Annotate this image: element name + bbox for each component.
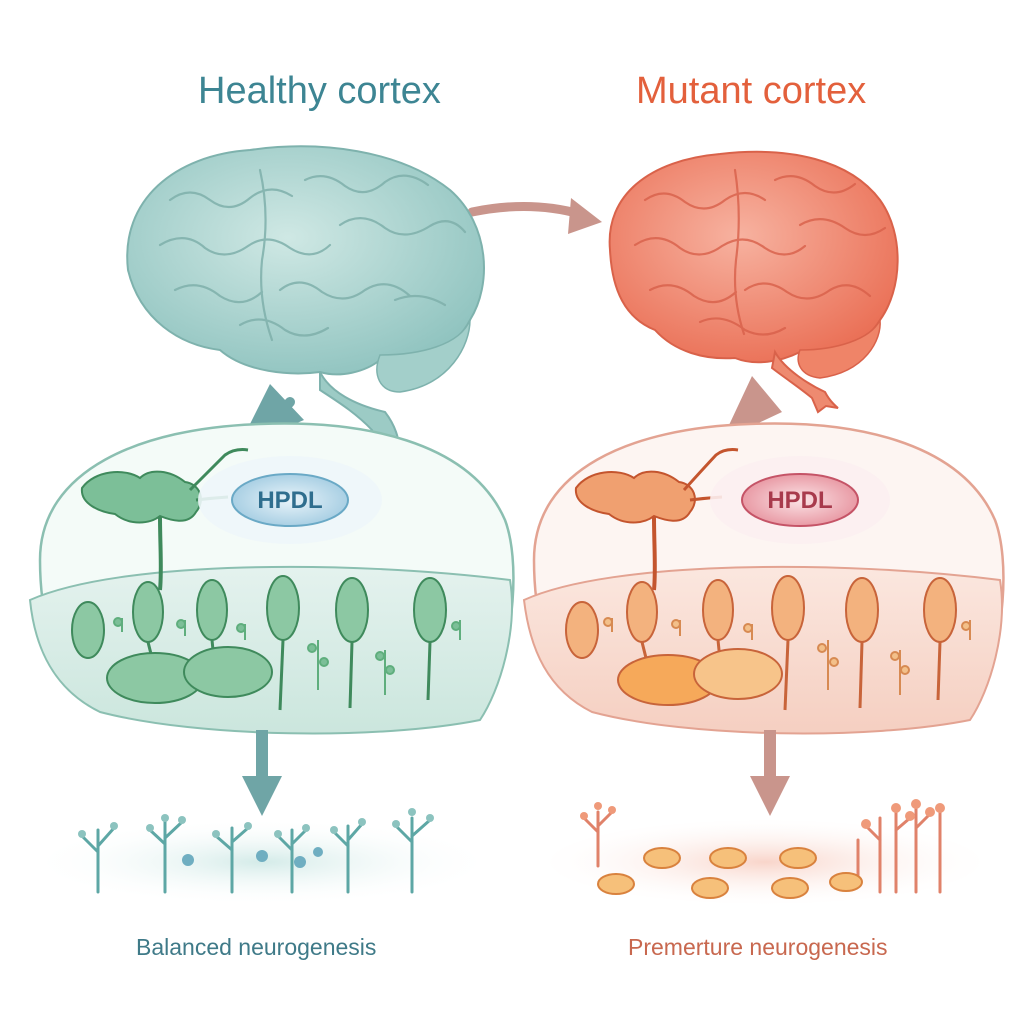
mutant-sprouts xyxy=(603,617,971,695)
balanced-neurogenesis-caption: Balanced neurogenesis xyxy=(136,934,377,960)
mutant-neuron-row xyxy=(550,799,980,904)
mutant-down-arrow xyxy=(750,730,790,816)
healthy-cortex-title: Healthy cortex xyxy=(198,70,441,112)
healthy-neuron-row xyxy=(47,808,477,902)
transition-arrow xyxy=(467,198,602,234)
healthy-panel: HPDL xyxy=(28,145,515,902)
mutant-hpdl-bubble: HPDL xyxy=(710,456,890,544)
mutant-cortex-title: Mutant cortex xyxy=(636,70,867,112)
healthy-brain-illustration xyxy=(126,145,485,455)
mutant-progenitor-cells xyxy=(565,575,957,711)
mutant-brain-illustration xyxy=(608,150,899,414)
healthy-down-arrow xyxy=(242,730,282,816)
premature-neurogenesis-caption: Premerture neurogenesis xyxy=(628,934,888,960)
healthy-hpdl-label: HPDL xyxy=(257,487,322,514)
healthy-progenitor-cells xyxy=(71,575,447,711)
mutant-glial-cell xyxy=(574,448,739,591)
mutant-hpdl-label: HPDL xyxy=(767,487,832,514)
healthy-hpdl-bubble: HPDL xyxy=(198,456,382,544)
mutant-panel: HPDL xyxy=(522,150,1005,904)
healthy-sprouts xyxy=(113,617,461,695)
